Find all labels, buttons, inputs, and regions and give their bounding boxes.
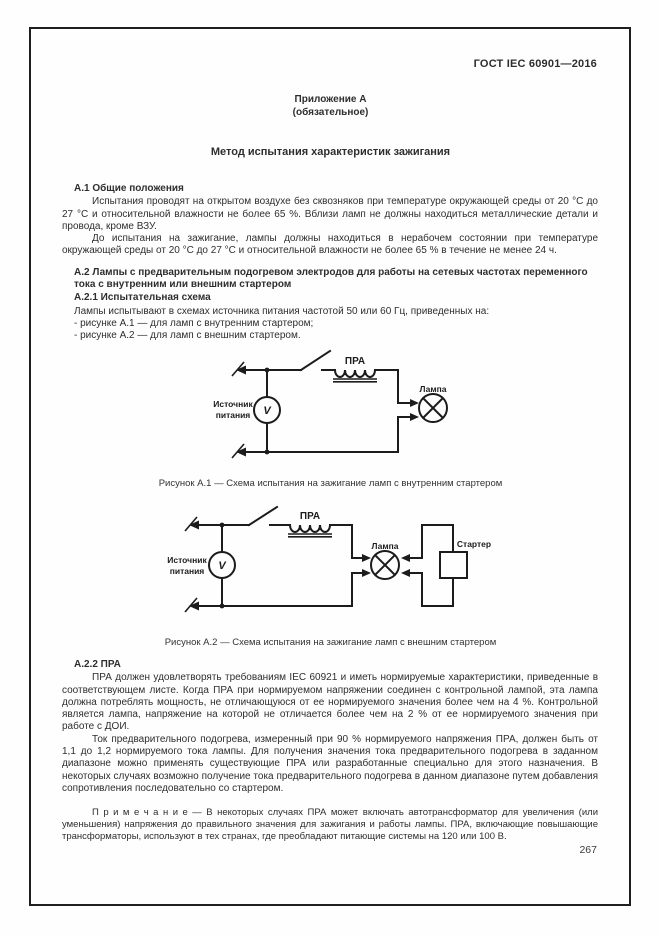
figure-a1-caption: Рисунок А.1 — Схема испытания на зажиган… bbox=[158, 478, 503, 489]
lamp-symbol bbox=[370, 550, 400, 580]
arrow-icon bbox=[401, 554, 410, 562]
annex-heading: Приложение А (обязательное) bbox=[0, 93, 661, 119]
list-item-fig1: - рисунке А.1 — для ламп с внутренним ст… bbox=[74, 317, 314, 329]
starter-box bbox=[439, 551, 468, 579]
heading-a22: А.2.2 ПРА bbox=[74, 659, 121, 670]
voltmeter-symbol bbox=[253, 396, 281, 424]
ballast-coil bbox=[333, 368, 377, 378]
lamp-symbol bbox=[418, 393, 448, 423]
ballast-coil bbox=[288, 523, 332, 533]
lamp-cross bbox=[421, 396, 445, 420]
arrow-icon bbox=[362, 554, 371, 562]
document-code: ГОСТ IEC 60901—2016 bbox=[473, 58, 597, 70]
text-column-bottom: А.2.2 ПРА ПРА должен удовлетворять требо… bbox=[62, 659, 598, 843]
heading-a1: А.1 Общие положения bbox=[74, 183, 184, 194]
figure-a2-circuit-diagram: V ПРА Лампа Стартер Источник питания bbox=[167, 505, 491, 613]
figure-a2-caption: Рисунок А.2 — Схема испытания на зажиган… bbox=[164, 637, 497, 648]
ballast-label: ПРА bbox=[345, 356, 365, 367]
heading-a2: А.2 Лампы с предварительным подогревом э… bbox=[74, 266, 588, 291]
source-label-line1: Источник bbox=[213, 399, 253, 409]
switch-symbol bbox=[299, 349, 332, 372]
voltmeter-symbol bbox=[208, 551, 236, 579]
lamp-feed-top bbox=[351, 524, 365, 559]
note-paragraph: П р и м е ч а н и е — В некоторых случая… bbox=[62, 807, 598, 843]
paragraph-a21-intro: Лампы испытывают в схемах источника пита… bbox=[74, 305, 490, 317]
list-item-fig2: - рисунке А.2 — для ламп с внешним старт… bbox=[74, 330, 301, 342]
lamp-label: Лампа bbox=[371, 541, 398, 551]
figure-a1-circuit-diagram: V ПРА Лампа Источник питания bbox=[213, 349, 448, 459]
voltmeter-label: V bbox=[218, 560, 227, 572]
heading-a21: А.2.1 Испытательная схема bbox=[74, 292, 211, 304]
starter-loop-bottom bbox=[421, 572, 454, 607]
arrow-icon bbox=[362, 569, 371, 577]
paragraph-a1-2: До испытания на зажигание, лампы должны … bbox=[62, 233, 598, 257]
source-label-line2: питания bbox=[216, 410, 251, 420]
arrow-icon bbox=[410, 413, 419, 421]
page-title: Метод испытания характеристик зажигания bbox=[210, 146, 451, 158]
source-terminal-icon bbox=[184, 516, 199, 532]
starter-label: Стартер bbox=[457, 539, 491, 549]
lamp-feed-bottom bbox=[397, 416, 413, 453]
source-label-line1: Источник bbox=[167, 555, 207, 565]
annex-line1: Приложение А bbox=[294, 94, 367, 105]
starter-loop-top bbox=[421, 524, 454, 559]
page-number: 267 bbox=[579, 844, 597, 856]
paragraph-a22-2: Ток предварительного подогрева, измеренн… bbox=[62, 733, 598, 794]
switch-symbol bbox=[247, 505, 279, 527]
voltmeter-label: V bbox=[263, 405, 272, 417]
ballast-label: ПРА bbox=[300, 511, 320, 522]
lamp-label: Лампа bbox=[419, 384, 446, 394]
arrow-icon bbox=[401, 569, 410, 577]
lamp-cross bbox=[373, 553, 397, 577]
lamp-feed-bottom bbox=[351, 572, 365, 607]
source-terminal-icon bbox=[231, 361, 246, 377]
source-terminal-icon bbox=[231, 443, 246, 459]
paragraph-a1-1: Испытания проводят на открытом воздухе б… bbox=[62, 196, 598, 232]
paragraph-a22-1: ПРА должен удовлетворять требованиям IEC… bbox=[62, 672, 598, 733]
text-column-top: А.1 Общие положения Испытания проводят н… bbox=[62, 183, 598, 343]
source-label-line2: питания bbox=[170, 566, 205, 576]
annex-line2: (обязательное) bbox=[292, 107, 369, 118]
arrow-icon bbox=[410, 399, 419, 407]
source-terminal-icon bbox=[184, 597, 199, 613]
lamp-feed-top bbox=[397, 369, 413, 404]
